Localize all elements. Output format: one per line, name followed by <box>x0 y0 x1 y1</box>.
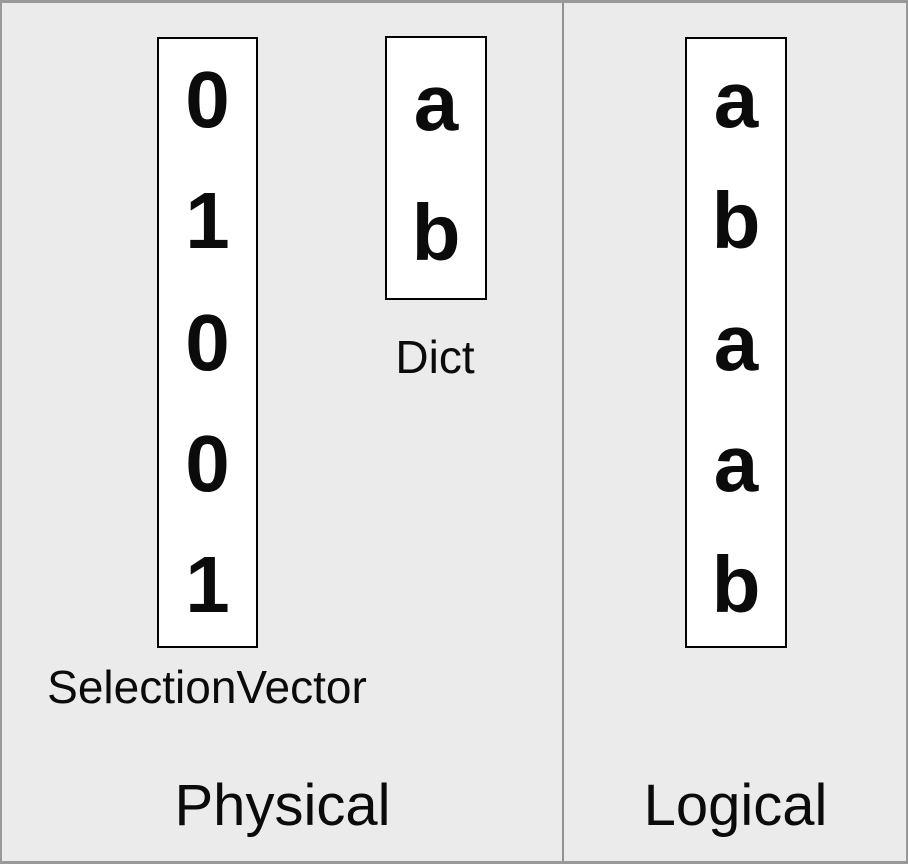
dict-value: a <box>413 58 459 147</box>
physical-title: Physical <box>174 773 391 838</box>
logical-value: b <box>711 176 761 266</box>
selection-vector-box: 0 1 0 0 1 <box>157 37 258 648</box>
selection-vector-caption: SelectionVector <box>47 661 367 713</box>
selection-vector-value: 1 <box>185 176 230 266</box>
selection-vector-value: 0 <box>185 297 230 387</box>
dict-box: a b <box>385 36 487 300</box>
selection-vector-value: 0 <box>185 418 230 508</box>
dict-caption: Dict <box>395 331 475 383</box>
logical-title: Logical <box>643 773 828 838</box>
panel-divider <box>562 3 564 861</box>
logical-value: b <box>711 540 761 630</box>
dict-value: b <box>411 188 461 277</box>
logical-value: a <box>713 54 759 144</box>
logical-column-box: a b a a b <box>685 37 787 648</box>
selection-vector-value: 1 <box>185 540 230 630</box>
logical-value: a <box>713 297 759 387</box>
logical-value: a <box>713 418 759 508</box>
selection-vector-value: 0 <box>185 54 230 144</box>
